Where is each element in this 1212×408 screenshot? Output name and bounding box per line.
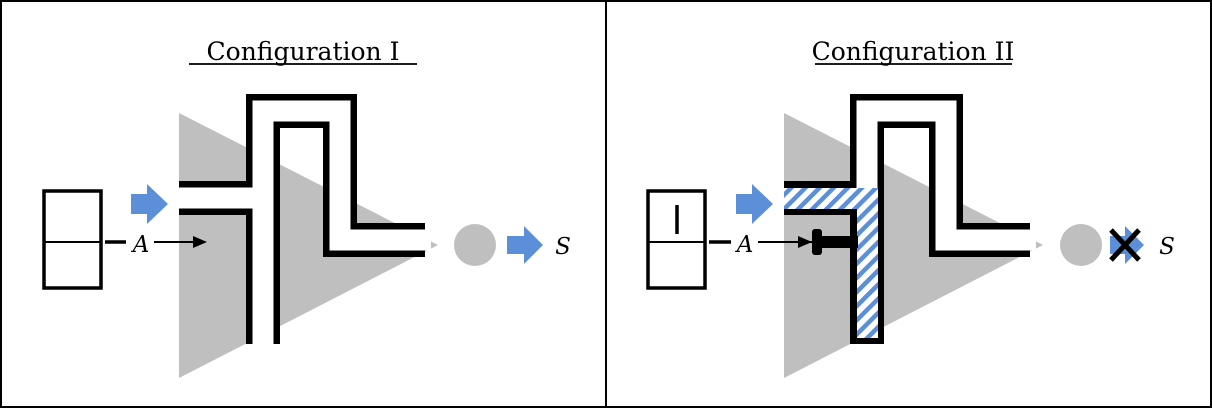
output-node [1060, 224, 1102, 266]
funnel-triangle [179, 113, 438, 378]
input-flow-arrow [131, 184, 168, 224]
panel-title: Configuration II [812, 37, 1015, 66]
output-variable-label: S [1159, 234, 1175, 260]
funnel-triangle [784, 113, 1043, 378]
panel-title: Configuration I [207, 37, 400, 66]
pipe [179, 94, 431, 344]
input-flow-arrow [736, 184, 773, 224]
panel-configuration-2: Configuration II A S [646, 37, 1175, 378]
input-variable-label: A [735, 232, 754, 258]
blocked-x-icon [1109, 228, 1141, 262]
valve-stem [820, 236, 858, 248]
output-flow-arrow [507, 226, 543, 264]
input-variable-label: A [131, 232, 150, 258]
signal-arrowhead [193, 236, 207, 248]
panel-configuration-1: Configuration I A S [42, 37, 571, 378]
blocked-pipe-section [784, 188, 878, 338]
output-node [454, 224, 496, 266]
switch-box [42, 189, 103, 290]
switch-box [646, 189, 707, 290]
signal-arrowhead [798, 236, 812, 248]
output-variable-label: S [555, 234, 571, 260]
valve-actuator [812, 229, 822, 255]
